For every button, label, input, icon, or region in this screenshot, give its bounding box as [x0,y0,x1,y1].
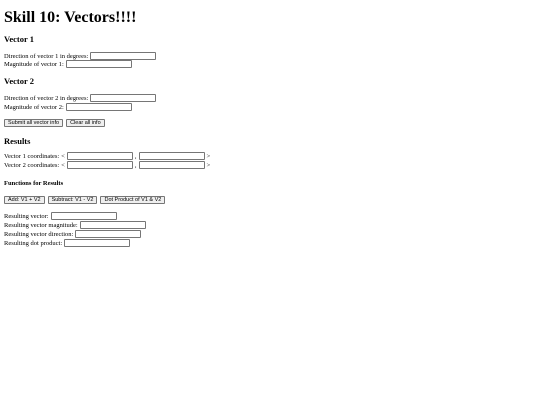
vector2-y-input[interactable] [138,161,205,169]
page-title: Skill 10: Vectors!!!! [4,9,137,26]
resulting-magnitude-label: Resulting vector magnitude: [4,221,78,229]
resulting-dot-product-label: Resulting dot product: [4,239,63,247]
vector1-direction-row: Direction of vector 1 in degrees: [4,51,157,61]
clear-all-info-button[interactable]: Clear all info [66,119,105,127]
resulting-direction-row: Resulting vector direction: [4,229,142,239]
subtract-vectors-button[interactable]: Subtract: V1 - V2 [47,196,98,204]
add-vectors-button[interactable]: Add: V1 + V2 [4,196,45,204]
vector1-direction-label: Direction of vector 1 in degrees: [4,52,89,60]
close-bracket: > [206,152,211,160]
resulting-dot-product-row: Resulting dot product: [4,238,131,248]
vector2-magnitude-input[interactable] [65,103,132,111]
resulting-vector-label: Resulting vector: [4,212,49,220]
close-bracket: > [206,161,211,169]
vector2-direction-row: Direction of vector 2 in degrees: [4,93,157,103]
results-heading: Results [4,136,31,146]
comma-separator: , [134,152,137,160]
resulting-magnitude-row: Resulting vector magnitude: [4,220,146,230]
vector1-magnitude-row: Magnitude of vector 1: [4,59,132,69]
vector1-magnitude-input[interactable] [65,60,132,68]
open-bracket: < [61,161,65,169]
dot-product-button[interactable]: Dot Product of V1 & V2 [100,196,166,204]
vector2-magnitude-row: Magnitude of vector 2: [4,102,132,112]
functions-heading: Functions for Results [4,180,64,187]
vector2-heading: Vector 2 [4,76,34,86]
resulting-vector-row: Resulting vector: [4,211,117,221]
vector2-coordinates-row: Vector 2 coordinates: < , > [4,160,210,170]
vector1-y-input[interactable] [138,152,205,160]
vector1-magnitude-label: Magnitude of vector 1: [4,60,64,68]
open-bracket: < [61,152,65,160]
vector1-coordinates-row: Vector 1 coordinates: < , > [4,151,210,161]
vector1-direction-input[interactable] [90,52,157,60]
vector2-direction-input[interactable] [90,94,157,102]
resulting-magnitude-input[interactable] [79,221,146,229]
vector2-magnitude-label: Magnitude of vector 2: [4,103,64,111]
vector1-coordinates-label: Vector 1 coordinates: [4,152,60,160]
vector2-coordinates-label: Vector 2 coordinates: [4,161,60,169]
resulting-dot-product-input[interactable] [64,239,131,247]
vector-actions: Submit all vector info Clear all info [4,119,105,127]
vector2-direction-label: Direction of vector 2 in degrees: [4,94,89,102]
resulting-direction-label: Resulting vector direction: [4,230,74,238]
vector1-x-input[interactable] [66,152,133,160]
function-buttons: Add: V1 + V2 Subtract: V1 - V2 Dot Produ… [4,196,166,204]
resulting-direction-input[interactable] [75,230,142,238]
vector2-x-input[interactable] [66,161,133,169]
submit-vector-info-button[interactable]: Submit all vector info [4,119,64,127]
resulting-vector-input[interactable] [50,212,117,220]
vector1-heading: Vector 1 [4,34,34,44]
comma-separator: , [134,161,137,169]
